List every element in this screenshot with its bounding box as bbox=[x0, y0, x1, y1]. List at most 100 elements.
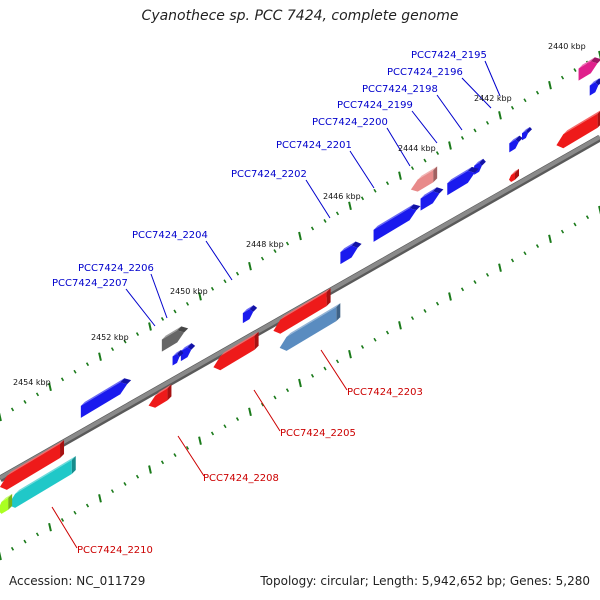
gene-pcc7424-2207[interactable] bbox=[161, 326, 189, 352]
gene-pcc7424-2200[interactable] bbox=[410, 166, 438, 192]
upper-tick bbox=[285, 241, 290, 246]
lower-tick bbox=[223, 424, 227, 429]
gene-pcc7424-2205-upper[interactable] bbox=[273, 288, 331, 334]
gene-label-pcc7424-2200[interactable]: PCC7424_2200 bbox=[312, 117, 388, 128]
lower-tick bbox=[110, 489, 115, 494]
gene-label-pcc7424-2202[interactable]: PCC7424_2202 bbox=[231, 169, 307, 180]
upper-tick bbox=[598, 50, 600, 60]
gene-pcc7424-2204b[interactable] bbox=[242, 305, 258, 324]
upper-tick bbox=[110, 347, 115, 352]
lower-tick bbox=[260, 402, 265, 407]
gene-label-pcc7424-2208[interactable]: PCC7424_2208 bbox=[203, 473, 279, 484]
upper-tick bbox=[498, 111, 502, 120]
upper-tick bbox=[60, 377, 65, 382]
gene-pcc7424-2196[interactable] bbox=[509, 135, 523, 153]
gene-label-pcc7424-2199[interactable]: PCC7424_2199 bbox=[337, 100, 413, 111]
gene-pcc7424-2202[interactable] bbox=[373, 204, 421, 242]
gene-pcc7424-2206[interactable] bbox=[180, 343, 196, 362]
gene-label-pcc7424-2201[interactable]: PCC7424_2201 bbox=[276, 140, 352, 151]
lower-tick bbox=[198, 436, 202, 445]
gene-features bbox=[0, 57, 600, 514]
leader-2198 bbox=[436, 94, 463, 131]
position-label-2444: 2444 kbp bbox=[398, 144, 436, 153]
upper-tick bbox=[173, 309, 177, 314]
gene-pcc7424-2209[interactable] bbox=[0, 440, 65, 490]
leader-2204 bbox=[205, 240, 233, 281]
upper-tick bbox=[135, 332, 140, 336]
lower-tick bbox=[173, 453, 177, 457]
gene-pcc7424-2208[interactable] bbox=[148, 384, 172, 408]
gene-pcc7424-2199-body[interactable] bbox=[447, 166, 479, 196]
lower-tick bbox=[460, 287, 465, 292]
gene-label-pcc7424-2205[interactable]: PCC7424_2205 bbox=[280, 428, 356, 439]
map-title: Cyanothece sp. PCC 7424, complete genome bbox=[141, 8, 459, 24]
gene-label-pcc7424-2210[interactable]: PCC7424_2210 bbox=[77, 545, 153, 556]
upper-tick bbox=[148, 322, 152, 331]
lower-tick bbox=[85, 503, 90, 508]
position-label-2450: 2450 kbp bbox=[170, 287, 208, 296]
lower-tick bbox=[148, 465, 152, 474]
upper-tick bbox=[298, 231, 302, 241]
leader-2200 bbox=[386, 127, 411, 167]
upper-tick bbox=[485, 120, 490, 125]
lower-tick bbox=[210, 431, 215, 436]
lower-tick bbox=[160, 460, 165, 465]
gene-pcc7424-2205[interactable] bbox=[213, 331, 259, 371]
gene-label-pcc7424-2196[interactable]: PCC7424_2196 bbox=[387, 67, 463, 78]
upper-tick bbox=[360, 196, 365, 201]
upper-tick bbox=[510, 105, 515, 110]
lower-tick bbox=[60, 518, 65, 522]
upper-tick bbox=[335, 211, 340, 216]
upper-tick bbox=[435, 151, 440, 155]
gene-partial-green[interactable] bbox=[0, 493, 13, 514]
gene-pcc7424-2210[interactable] bbox=[8, 456, 76, 508]
lower-tick bbox=[185, 445, 190, 450]
upper-tick bbox=[35, 392, 40, 397]
lower-tick bbox=[435, 301, 440, 306]
upper-tick bbox=[198, 292, 202, 301]
gene-small-red[interactable] bbox=[508, 168, 520, 183]
gene-pcc7424-2196-partial[interactable] bbox=[589, 78, 600, 96]
leader-2195 bbox=[484, 60, 501, 97]
lower-tick bbox=[348, 349, 352, 359]
upper-tick bbox=[473, 128, 477, 133]
upper-tick bbox=[410, 166, 415, 171]
upper-tick bbox=[560, 75, 565, 80]
leader-2208 bbox=[177, 435, 205, 477]
gene-pcc7424-2206b[interactable] bbox=[172, 349, 184, 366]
upper-tick bbox=[210, 286, 215, 291]
gene-label-pcc7424-2195[interactable]: PCC7424_2195 bbox=[411, 50, 487, 61]
lower-tick bbox=[498, 263, 502, 272]
upper-tick bbox=[223, 279, 227, 284]
gene-label-pcc7424-2206[interactable]: PCC7424_2206 bbox=[78, 263, 154, 274]
position-label-2440: 2440 kbp bbox=[548, 42, 586, 51]
gene-pcc7424-2204[interactable] bbox=[340, 241, 362, 265]
gene-reverse-upper[interactable] bbox=[556, 110, 600, 149]
gene-pcc7424-2201[interactable] bbox=[420, 187, 444, 211]
lower-tick bbox=[398, 321, 402, 330]
lower-tick bbox=[98, 494, 102, 503]
gene-pcc7424-2199[interactable] bbox=[474, 158, 486, 175]
lower-tick bbox=[23, 539, 27, 544]
lower-tick bbox=[385, 330, 390, 335]
leader-2201 bbox=[349, 150, 375, 189]
gene-label-pcc7424-2203[interactable]: PCC7424_2203 bbox=[347, 387, 423, 398]
upper-tick bbox=[385, 181, 390, 186]
upper-tick bbox=[348, 201, 352, 211]
upper-tick bbox=[398, 171, 402, 180]
accession-text: Accession: NC_011729 bbox=[9, 574, 146, 588]
lower-tick bbox=[285, 388, 290, 393]
gene-pcc7424-2212[interactable] bbox=[80, 378, 132, 418]
gene-label-pcc7424-2198[interactable]: PCC7424_2198 bbox=[362, 84, 438, 95]
label-leader-lines bbox=[51, 60, 501, 549]
gene-pcc7424-2198[interactable] bbox=[521, 126, 533, 141]
upper-tick bbox=[85, 362, 90, 367]
upper-tick bbox=[260, 256, 265, 261]
upper-tick bbox=[573, 68, 577, 72]
gene-label-pcc7424-2204[interactable]: PCC7424_2204 bbox=[132, 230, 208, 241]
gene-label-pcc7424-2207[interactable]: PCC7424_2207 bbox=[52, 278, 128, 289]
gene-pcc7424-2203[interactable] bbox=[279, 303, 341, 351]
lower-tick bbox=[35, 532, 40, 537]
gene-pcc7424-2195[interactable] bbox=[578, 57, 600, 81]
